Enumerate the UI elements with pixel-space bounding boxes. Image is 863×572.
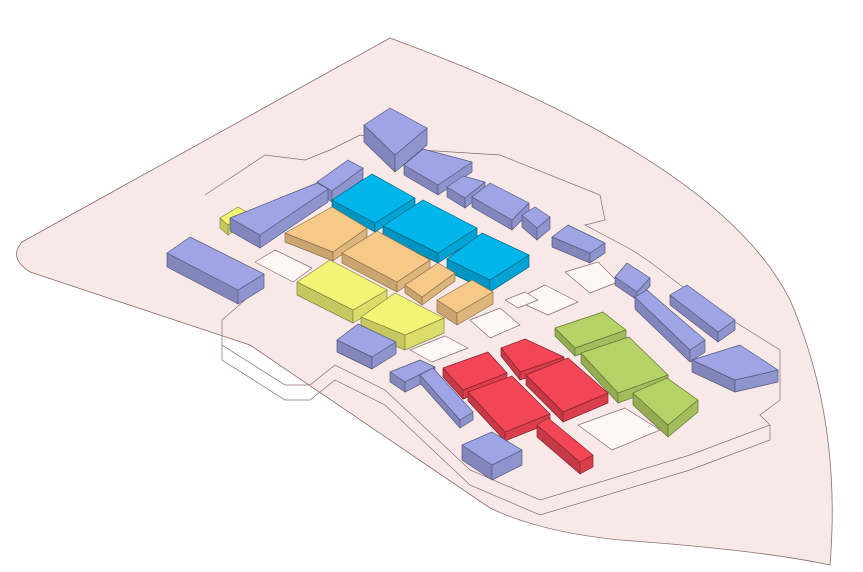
building-roof bbox=[284, 206, 368, 253]
building-roof bbox=[614, 262, 651, 293]
residential-building bbox=[419, 367, 474, 429]
building-roof bbox=[669, 284, 736, 333]
office-building bbox=[446, 232, 530, 293]
building-roof bbox=[360, 292, 445, 336]
building-roof bbox=[551, 224, 606, 254]
building-roof bbox=[341, 230, 431, 283]
residential-building bbox=[403, 148, 473, 196]
building-roof bbox=[436, 279, 494, 314]
building-roof bbox=[467, 375, 551, 433]
building-roof bbox=[471, 182, 530, 221]
building-roof bbox=[446, 232, 530, 281]
residential-building bbox=[669, 284, 736, 343]
residential-building bbox=[521, 206, 551, 241]
residential-building bbox=[229, 182, 329, 249]
building-roof bbox=[404, 262, 456, 298]
building-roof bbox=[229, 182, 329, 236]
building-roof bbox=[536, 417, 594, 463]
hotel-building bbox=[360, 292, 445, 351]
residential-building bbox=[166, 236, 265, 305]
open-space-pad bbox=[409, 335, 469, 363]
residential-building bbox=[336, 323, 397, 370]
civic-building bbox=[554, 311, 627, 357]
office-building bbox=[331, 173, 416, 233]
commercial-building bbox=[341, 230, 431, 293]
hotel-building bbox=[296, 259, 388, 324]
residential-building bbox=[471, 182, 530, 231]
building-roof bbox=[363, 107, 428, 156]
building-roof bbox=[316, 159, 364, 192]
residential-building bbox=[634, 289, 706, 363]
office-building bbox=[382, 199, 478, 264]
open-space-pad bbox=[254, 249, 313, 283]
building-roof bbox=[634, 289, 706, 351]
building-roof bbox=[331, 173, 416, 224]
retail-building bbox=[536, 417, 594, 475]
building-roof bbox=[166, 236, 265, 291]
commercial-building bbox=[404, 262, 456, 306]
commercial-building bbox=[284, 206, 368, 262]
building-roof bbox=[461, 431, 523, 466]
building-roof bbox=[419, 367, 474, 421]
building-roof bbox=[525, 357, 609, 413]
building-roof bbox=[632, 377, 699, 426]
building-roof bbox=[446, 175, 486, 199]
building-roof bbox=[521, 206, 551, 229]
open-space-pad bbox=[469, 307, 521, 339]
building-roof bbox=[500, 338, 565, 373]
building-roof bbox=[296, 259, 388, 311]
residential-building bbox=[551, 224, 606, 264]
building-roof bbox=[389, 359, 436, 383]
residential-building bbox=[363, 107, 428, 173]
building-roof bbox=[691, 344, 779, 381]
building-roof bbox=[580, 336, 669, 394]
retail-building bbox=[467, 375, 551, 442]
retail-building bbox=[525, 357, 609, 423]
open-space-pad bbox=[504, 291, 539, 309]
residential-building bbox=[691, 344, 779, 393]
building-roof bbox=[336, 323, 397, 358]
building-roof bbox=[554, 311, 627, 349]
building-roof bbox=[382, 199, 478, 254]
commercial-building bbox=[436, 279, 494, 326]
buildings bbox=[166, 107, 779, 481]
residential-building bbox=[461, 431, 523, 481]
civic-building bbox=[632, 377, 699, 438]
platform-edge bbox=[221, 345, 771, 516]
building-roof bbox=[403, 148, 473, 186]
open-space-pad bbox=[514, 284, 579, 316]
building-roof bbox=[442, 351, 508, 391]
